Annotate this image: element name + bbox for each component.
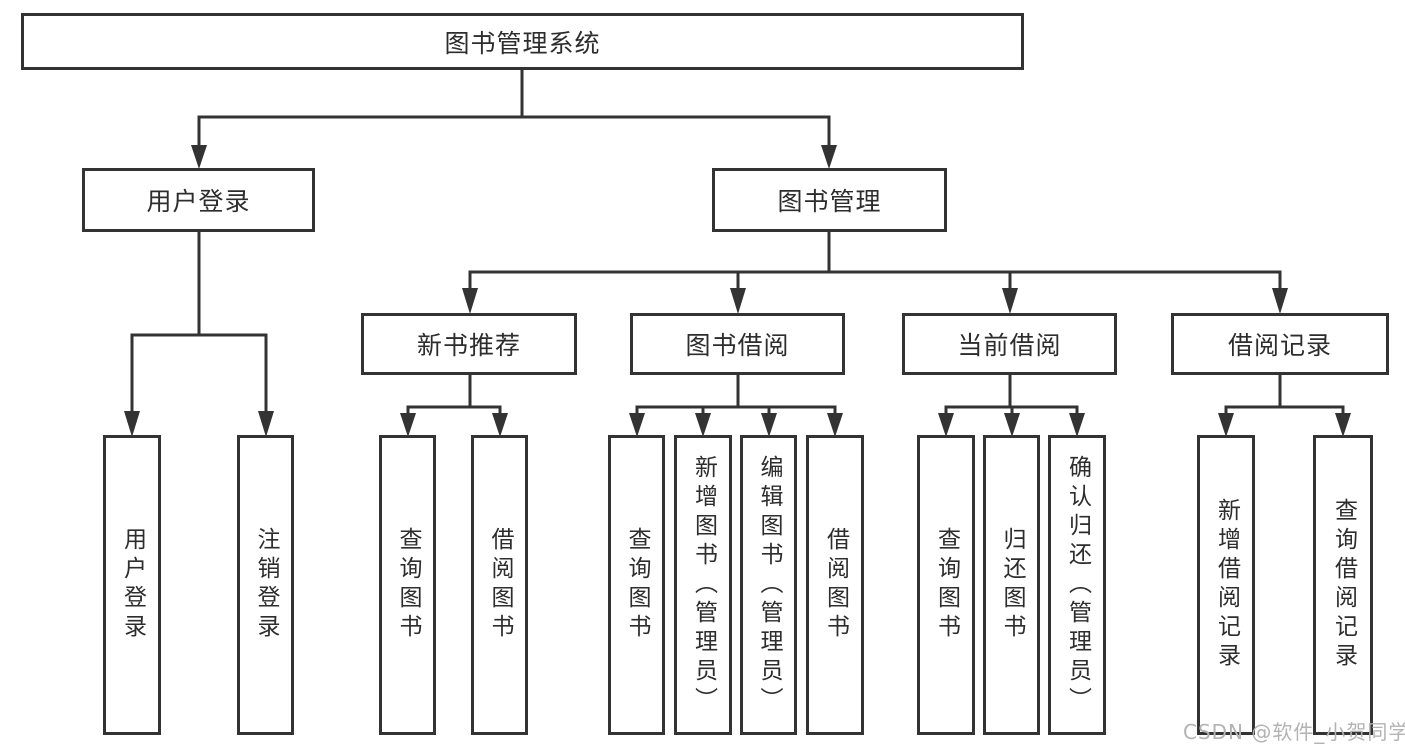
node-user-login: 用户登录	[82, 168, 315, 232]
leaf-add-borrow-record: 新增借阅记录	[1197, 435, 1255, 735]
node-book-borrow: 图书借阅	[630, 313, 845, 375]
csdn-watermark: CSDN @软件_小贺同学	[1183, 720, 1405, 744]
node-label: 借阅图书	[822, 527, 849, 643]
node-label: 确认归还（管理员）	[1064, 454, 1091, 716]
node-new-book-recommend: 新书推荐	[361, 313, 577, 375]
leaf-edit-books-admin: 编辑图书（管理员）	[740, 435, 797, 735]
leaf-logout: 注销登录	[237, 435, 294, 735]
node-label: 编辑图书（管理员）	[756, 454, 782, 716]
node-label: 新增借阅记录	[1213, 498, 1240, 672]
node-book-management: 图书管理	[712, 168, 947, 232]
node-label: 用户登录	[119, 527, 146, 643]
node-current-borrow: 当前借阅	[902, 313, 1117, 375]
node-label: 图书管理系统	[444, 28, 601, 58]
leaf-query-borrow-record: 查询借阅记录	[1313, 435, 1373, 735]
leaf-borrow-books: 借阅图书	[806, 435, 864, 735]
node-label: 查询图书	[395, 527, 421, 643]
connector-book-management-branch	[462, 230, 1288, 314]
leaf-confirm-return-admin: 确认归还（管理员）	[1048, 435, 1106, 735]
leaf-recommend-query-books: 查询图书	[379, 435, 436, 735]
connector-borrow-records-branch	[1218, 373, 1351, 437]
node-label: 查询借阅记录	[1330, 498, 1357, 672]
leaf-add-books-admin: 新增图书（管理员）	[674, 435, 732, 735]
node-borrow-records: 借阅记录	[1171, 313, 1389, 375]
node-label: 借阅图书	[487, 527, 513, 643]
node-label: 新书推荐	[416, 331, 521, 360]
connector-user-login-branch	[124, 230, 274, 437]
node-label: 用户登录	[146, 187, 251, 216]
node-label: 当前借阅	[957, 331, 1062, 360]
connector-book-borrow-branch	[629, 373, 843, 437]
node-label: 图书管理	[777, 187, 882, 216]
node-library-management-system: 图书管理系统	[21, 13, 1024, 70]
leaf-user-login: 用户登录	[103, 435, 161, 735]
connector-new-book-branch	[400, 373, 508, 437]
node-label: 注销登录	[253, 527, 279, 643]
node-label: 图书借阅	[685, 331, 790, 360]
node-label: 新增图书（管理员）	[690, 454, 717, 716]
node-label: 查询图书	[624, 527, 650, 643]
leaf-current-query-books: 查询图书	[917, 435, 975, 735]
node-label: 归还图书	[999, 527, 1025, 643]
leaf-borrow-query-books: 查询图书	[608, 435, 665, 735]
connector-root-to-level2	[191, 68, 837, 169]
connector-current-borrow-branch	[938, 373, 1085, 437]
leaf-recommend-borrow-books: 借阅图书	[471, 435, 528, 735]
leaf-return-books: 归还图书	[983, 435, 1040, 735]
node-label: 查询图书	[933, 527, 960, 643]
node-label: 借阅记录	[1227, 331, 1332, 360]
